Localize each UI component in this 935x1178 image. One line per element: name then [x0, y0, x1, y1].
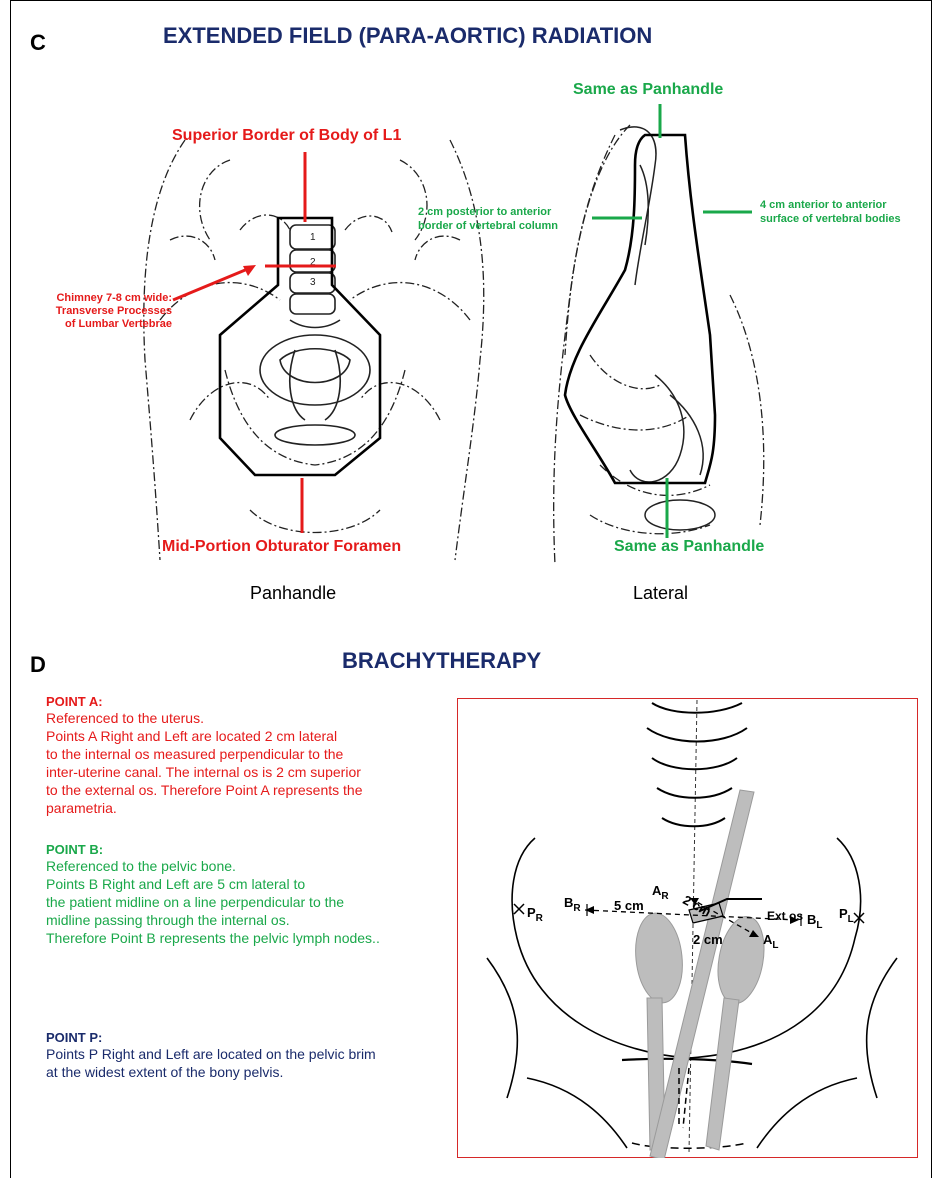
point-p-heading: POINT P:: [46, 1030, 456, 1045]
anterior-border-label-line1: 4 cm anterior to anterior: [760, 198, 901, 212]
point-b-line-5: Therefore Point B represents the pelvic …: [46, 929, 458, 947]
lateral-view-label: Lateral: [633, 583, 688, 604]
point-p-block: POINT P: Points P Right and Left are loc…: [46, 1030, 456, 1081]
point-b-line-1: Referenced to the pelvic bone.: [46, 857, 458, 875]
posterior-border-label: 2 cm posterior to anterior border of ver…: [418, 205, 558, 233]
label-2cm: 2 cm: [693, 932, 723, 947]
same-as-panhandle-bottom-label: Same as Panhandle: [614, 538, 764, 556]
point-a-line-4: inter-uterine canal. The internal os is …: [46, 763, 456, 781]
point-a-line-1: Referenced to the uterus.: [46, 709, 456, 727]
lateral-markers: [0, 0, 935, 600]
point-a-line-5: to the external os. Therefore Point A re…: [46, 781, 456, 799]
posterior-border-label-line1: 2 cm posterior to anterior: [418, 205, 558, 219]
label-ext-os: Ext os: [767, 909, 803, 923]
point-b-block: POINT B: Referenced to the pelvic bone. …: [46, 842, 458, 947]
point-b-line-2: Points B Right and Left are 5 cm lateral…: [46, 875, 458, 893]
brachytherapy-diagram: PR BR 5 cm AR 2 cm BL PL AL 2 cm Ext os: [457, 698, 918, 1158]
point-a-heading: POINT A:: [46, 694, 456, 709]
anterior-border-label: 4 cm anterior to anterior surface of ver…: [760, 198, 901, 226]
point-p-line-2: at the widest extent of the bony pelvis.: [46, 1063, 456, 1081]
point-a-line-3: to the internal os measured perpendicula…: [46, 745, 456, 763]
point-a-block: POINT A: Referenced to the uterus. Point…: [46, 694, 456, 817]
panel-d-title: BRACHYTHERAPY: [342, 648, 541, 674]
same-as-panhandle-top-label: Same as Panhandle: [573, 81, 723, 99]
anterior-border-label-line2: surface of vertebral bodies: [760, 212, 901, 226]
posterior-border-label-line2: border of vertebral column: [418, 219, 558, 233]
point-b-heading: POINT B:: [46, 842, 458, 857]
panel-d-letter: D: [30, 652, 46, 678]
point-a-line-6: parametria.: [46, 799, 456, 817]
point-a-line-2: Points A Right and Left are located 2 cm…: [46, 727, 456, 745]
label-5cm: 5 cm: [614, 898, 644, 913]
point-p-line-1: Points P Right and Left are located on t…: [46, 1045, 456, 1063]
point-b-line-3: the patient midline on a line perpendicu…: [46, 893, 458, 911]
point-b-line-4: midline passing through the internal os.: [46, 911, 458, 929]
